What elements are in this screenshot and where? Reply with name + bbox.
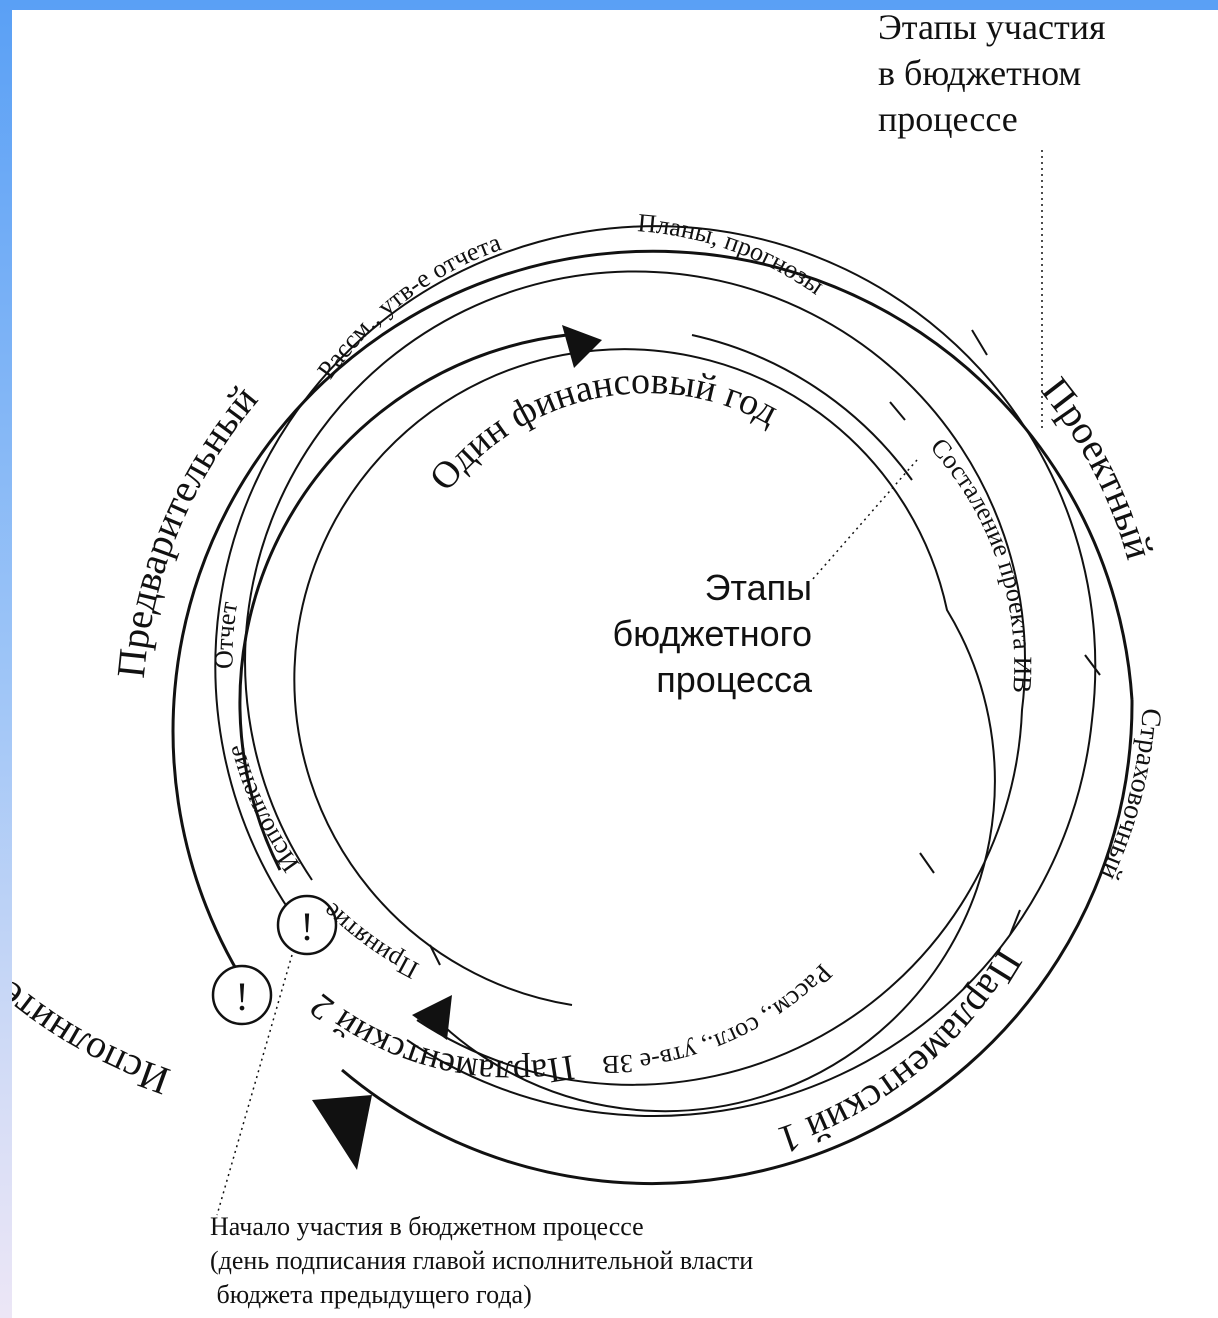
separator-mark	[1084, 654, 1101, 676]
outer-ring-arc	[171, 249, 1134, 996]
stage-executive-text: Исполнительный этап участия	[12, 673, 175, 1104]
one-fiscal-year-label: Один финансовый год	[421, 360, 785, 499]
stage-executive-label: Исполнительный этап участия	[12, 673, 175, 1104]
start-note-line: Начало участия в бюджетном процессе	[210, 1212, 644, 1241]
arrow-head-lower-inner	[412, 995, 452, 1040]
warning-circle-lower	[211, 964, 273, 1026]
phase-execution-text: Исполнение	[221, 742, 306, 878]
phase-plans-label: Планы, прогнозы	[636, 208, 829, 300]
participation-stages-title: Этапы участия в бюджетном процессе	[878, 4, 1106, 142]
leader-line-center	[811, 459, 918, 581]
center-title-line: бюджетного	[612, 613, 813, 654]
one-year-arc-right	[691, 334, 913, 481]
separator-mark	[889, 401, 906, 421]
separator-mark	[919, 852, 935, 874]
innermost-ring-arc	[293, 348, 996, 1113]
start-note-line: (день подписания главой исполнительной в…	[210, 1246, 754, 1275]
warning-circle-upper	[276, 894, 338, 956]
second-ring-arc	[214, 225, 1097, 1117]
stage-preliminary-text: Предварительный	[108, 377, 266, 680]
participation-title-line: процессе	[878, 99, 1018, 139]
phase-report-label: Отчет	[209, 600, 243, 669]
center-title-line: процесса	[656, 659, 812, 700]
phase-plans-text: Планы, прогнозы	[636, 208, 829, 300]
center-title-line: Этапы	[704, 567, 812, 608]
phase-report-text: Отчет	[209, 600, 243, 669]
separator-mark	[1009, 909, 1021, 936]
arrow-head-lower-outer	[312, 1095, 372, 1170]
phase-review-approve-label: Рассм., согл., утв-е ЗВ	[602, 958, 838, 1079]
start-note-line: бюджета предыдущего года)	[210, 1280, 532, 1309]
one-fiscal-year-text: Один финансовый год	[421, 360, 785, 499]
phase-draft-label: Состаление проекта ИВ	[925, 432, 1037, 694]
outer-ring-arc-lower	[341, 699, 1134, 1185]
stage-preliminary-label: Предварительный	[108, 377, 266, 680]
phase-review-approve-text: Рассм., согл., утв-е ЗВ	[602, 958, 838, 1079]
separator-mark	[429, 944, 441, 966]
separator-mark	[971, 329, 988, 356]
participation-title-line: Этапы участия	[878, 7, 1106, 47]
warning-exclamation-icon: !	[235, 974, 248, 1019]
phase-draft-text: Состаление проекта ИВ	[925, 432, 1037, 694]
inner-ring-arc	[244, 270, 1027, 1086]
phase-execution-label: Исполнение	[221, 742, 306, 878]
budget-cycle-diagram: ! ! Предварительный Проектный Страховочн…	[12, 150, 1167, 1216]
participation-title-line: в бюджетном	[878, 53, 1082, 93]
arrow-head-top	[562, 325, 602, 368]
diagram-canvas: ! ! Предварительный Проектный Страховочн…	[12, 7, 1218, 1318]
one-year-arc	[238, 333, 568, 871]
start-participation-note: Начало участия в бюджетном процессе (ден…	[210, 1210, 753, 1312]
warning-exclamation-icon: !	[300, 904, 313, 949]
budget-process-stages-title: Этапы бюджетного процесса	[572, 565, 813, 703]
